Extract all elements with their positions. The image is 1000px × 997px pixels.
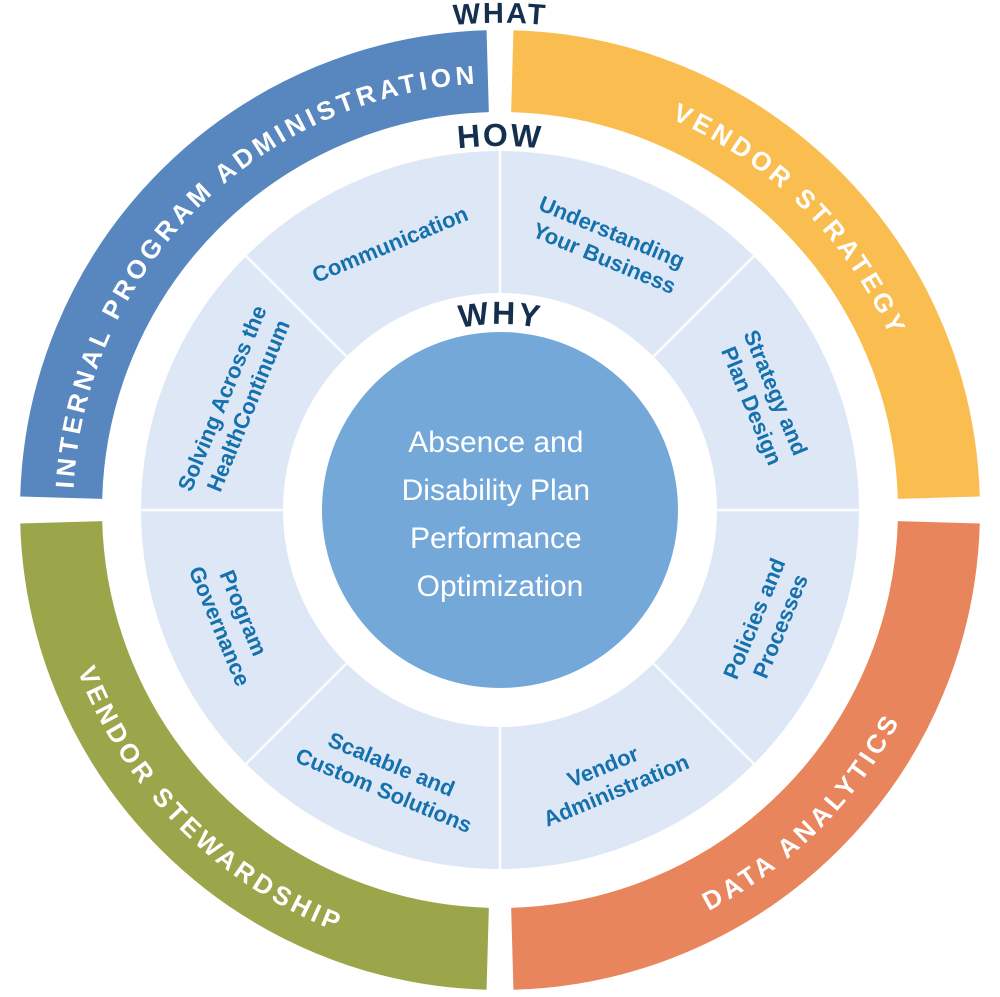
heading-why: WHY [456, 295, 544, 335]
quadrant-arc-internal-program-administration [20, 30, 490, 500]
segment-divider [652, 255, 755, 358]
center-title-line: Absence and [408, 426, 583, 459]
center-title-line: Disability Plan [402, 474, 590, 507]
heading-why-text: WHY [456, 295, 542, 335]
center-title-line: Optimization [417, 570, 584, 603]
center-circle [322, 332, 678, 688]
quadrant-arc-vendor-stewardship [20, 520, 490, 990]
heading-what: WHAT [452, 0, 548, 32]
heading-how: HOW [456, 117, 545, 155]
segment-divider [245, 662, 348, 765]
segment-divider [652, 662, 755, 765]
heading-how-text: HOW [456, 117, 543, 155]
center-title: Absence and Disability Plan Performance … [402, 426, 599, 603]
heading-what-text: WHAT [452, 0, 546, 32]
center-title-line: Performance [410, 522, 582, 555]
segment-divider [245, 255, 348, 358]
quadrant-arc-data-analytics [510, 520, 980, 990]
quadrant-arc-vendor-strategy [510, 30, 980, 500]
middle-ring-dividers [141, 151, 859, 869]
